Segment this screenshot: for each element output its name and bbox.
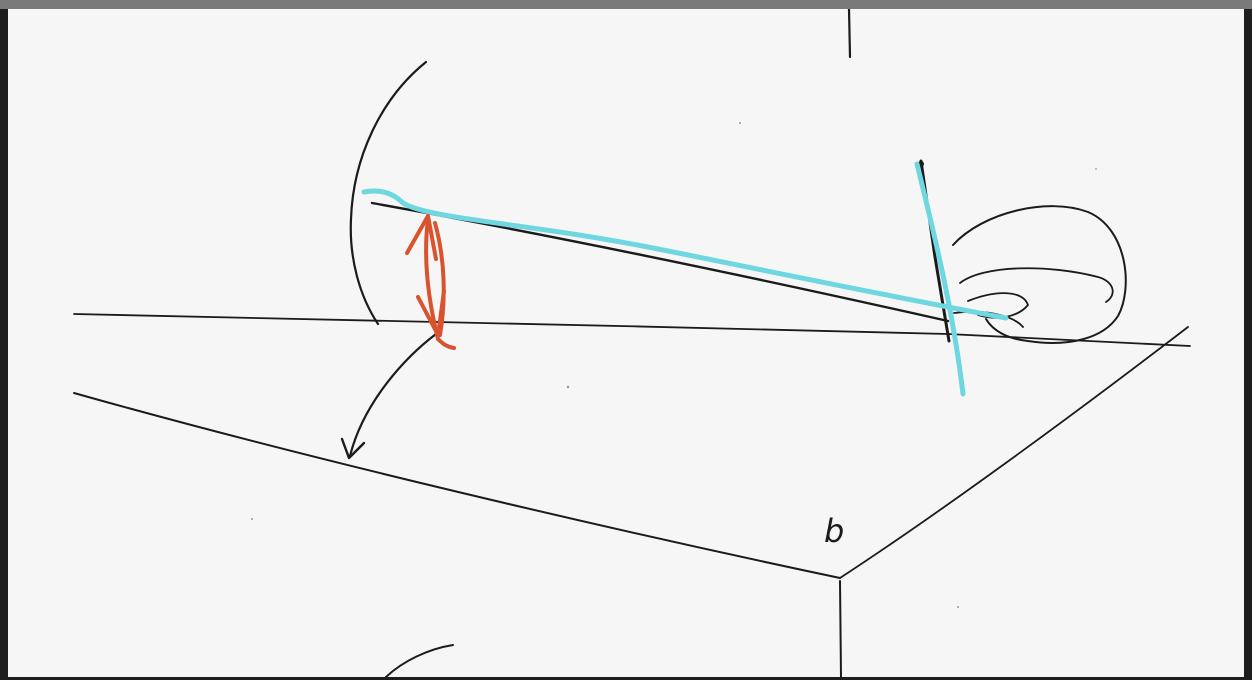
red-double-arrow-shaft-2 bbox=[433, 221, 446, 337]
bottom-partial-arc bbox=[385, 644, 454, 677]
paper-specks bbox=[251, 122, 1097, 608]
top-bar bbox=[0, 0, 1252, 9]
sketch-diagram: b bbox=[73, 9, 1191, 677]
scanned-page: b bbox=[8, 9, 1244, 677]
large-arc bbox=[349, 60, 428, 326]
hand-sketch bbox=[952, 205, 1127, 344]
table-front-edge bbox=[73, 392, 841, 579]
inclined-stick bbox=[370, 201, 950, 323]
curved-arrow bbox=[348, 332, 438, 458]
table-right-edge bbox=[839, 326, 1189, 579]
cyan-inclined-line bbox=[361, 188, 1009, 321]
figure-label-b: b bbox=[824, 512, 844, 550]
cyan-vertical-line bbox=[914, 161, 966, 397]
horizontal-baseline bbox=[73, 313, 1191, 347]
table-corner-vertical bbox=[839, 580, 842, 677]
hand-outline bbox=[952, 205, 1127, 344]
finger-line-1 bbox=[959, 267, 1114, 303]
red-arrow-up-head bbox=[405, 214, 438, 261]
curved-arrow-head bbox=[340, 437, 366, 460]
top-vertical-line bbox=[847, 9, 852, 59]
